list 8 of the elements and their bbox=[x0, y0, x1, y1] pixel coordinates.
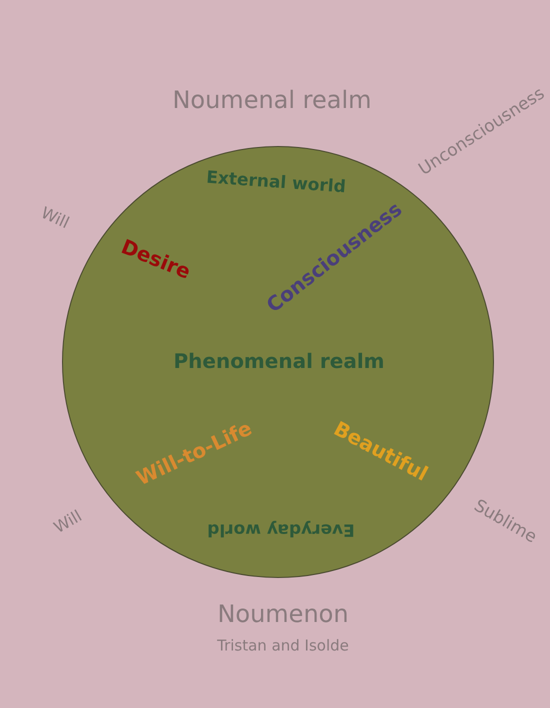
region-label: Phenomenal realm bbox=[174, 351, 384, 371]
realm-label: Tristan and Isolde bbox=[217, 638, 349, 654]
realm-label: Will bbox=[52, 508, 84, 536]
region-label: Everyday world bbox=[207, 520, 355, 538]
realm-label: Noumenal realm bbox=[172, 88, 372, 112]
realm-label: Will bbox=[38, 204, 72, 232]
realm-label: Noumenon bbox=[217, 602, 349, 626]
region-label: External world bbox=[206, 170, 346, 196]
